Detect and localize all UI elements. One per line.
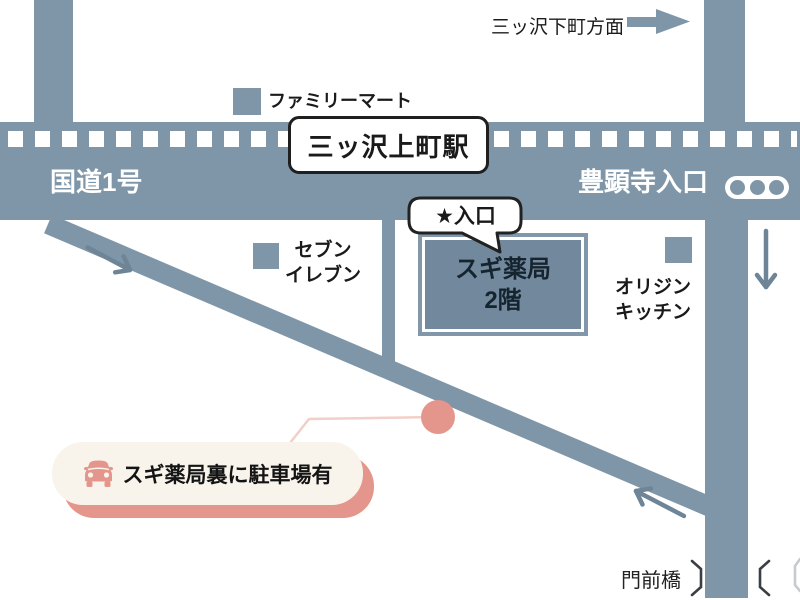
parking-location-dot (421, 400, 455, 434)
intersection-label: 豊顕寺入口 (578, 167, 709, 197)
seven-eleven-marker-square (253, 243, 279, 269)
callout-connector-line (289, 415, 438, 444)
traffic-light-lens (749, 180, 765, 195)
traffic-light-icon (725, 176, 789, 199)
traffic-light-lens (769, 180, 784, 195)
origin-kitchen-label-line1: オリジン (614, 277, 691, 298)
car-windshield-line (87, 466, 109, 470)
seven-eleven-label-line2: イレブン (284, 265, 361, 286)
traffic-light-lens (730, 180, 745, 195)
origin-kitchen-marker-square (665, 237, 692, 263)
seven-eleven-label: セブン イレブン (283, 238, 363, 288)
entrance-bubble-label: ★入口 (435, 205, 496, 228)
car-wheel-left (86, 481, 92, 487)
seven-eleven-label-line1: セブン (294, 240, 352, 261)
block-arrow-right-icon (627, 9, 690, 34)
car-wheel-right (104, 481, 110, 487)
arrow-down-icon (754, 228, 778, 290)
side-road-right (705, 220, 748, 598)
parking-callout-label: スギ薬局裏に駐車場有 (122, 463, 333, 487)
arrow-up-left-icon (633, 486, 687, 519)
entrance-bubble-shape (407, 196, 523, 254)
car-headlight-right (103, 471, 109, 478)
arrow-down-right-icon (85, 245, 133, 275)
parking-callout: スギ薬局裏に駐車場有 (52, 442, 363, 505)
pharmacy-floor: 2階 (484, 286, 522, 314)
pharmacy-name: スギ薬局 (455, 255, 551, 283)
car-icon (83, 460, 113, 487)
top-direction-label: 三ッ沢下町方面 (491, 17, 625, 38)
pharmacy-building: スギ薬局 2階 (418, 233, 588, 336)
bridge-bracket-partial-icon (793, 557, 800, 593)
familymart-label: ファミリーマート (268, 91, 412, 111)
car-headlight-left (87, 471, 93, 478)
connector-road (382, 220, 395, 365)
side-road-top-left (34, 0, 73, 122)
bridge-bracket-right-icon (758, 559, 771, 597)
side-road-top-right (704, 0, 745, 122)
familymart-marker-square (233, 88, 261, 115)
origin-kitchen-label: オリジン キッチン (613, 275, 693, 325)
station-label: 三ッ沢上町駅 (307, 131, 470, 162)
diagonal-road (44, 214, 726, 522)
station-box: 三ッ沢上町駅 (288, 116, 489, 174)
origin-kitchen-label-line2: キッチン (614, 302, 691, 323)
route1-label: 国道1号 (50, 167, 143, 197)
bridge-bracket-left-icon (690, 559, 703, 597)
bridge-label: 門前橋 (621, 570, 681, 592)
